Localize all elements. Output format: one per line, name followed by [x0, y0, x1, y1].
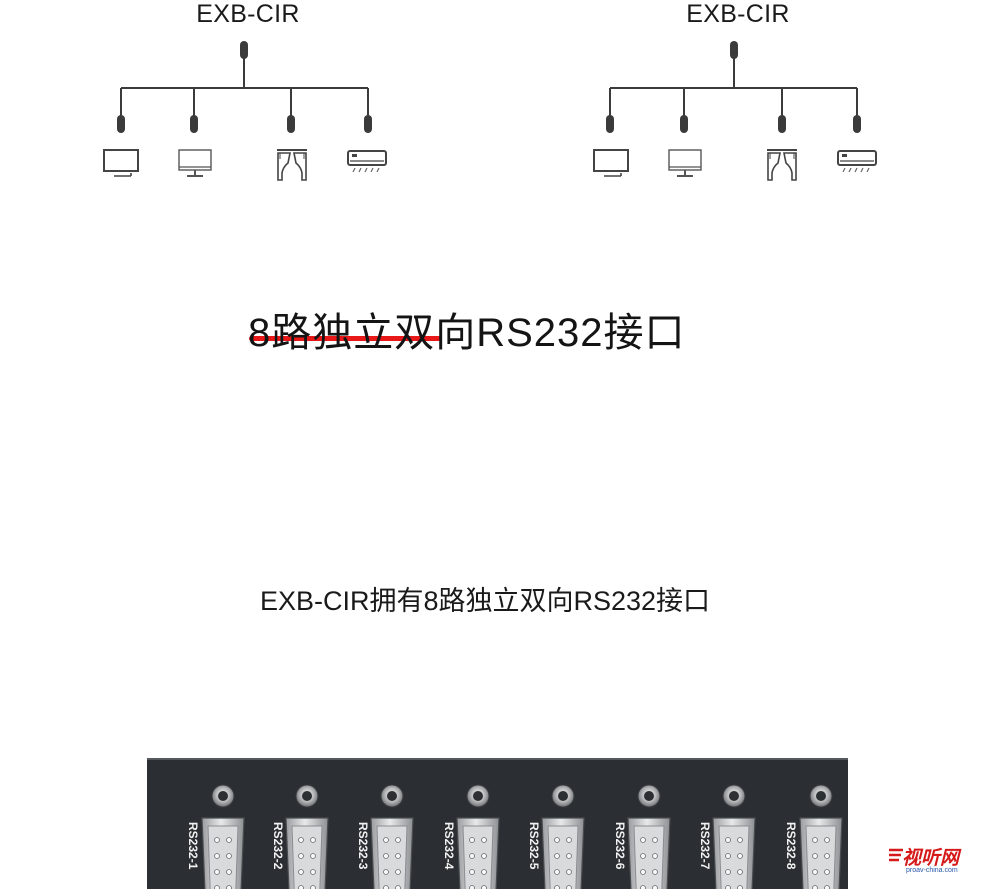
subtitle: EXB-CIR拥有8路独立双向RS232接口 [259, 586, 711, 616]
tv-icon [103, 149, 139, 177]
connection-tree-diagram [103, 41, 877, 181]
curtain-icon [766, 149, 798, 181]
rs232-panel-photo: RS232-1 RS232-2 RS232-3 RS232-4 RS232-5 … [147, 758, 848, 889]
logo-mark-icon [889, 848, 903, 862]
monitor-icon [668, 149, 702, 177]
port-label-rs232-8: RS232-8 [784, 822, 798, 870]
port-label-rs232-2: RS232-2 [271, 822, 285, 870]
rs232-connectors [201, 784, 843, 889]
monitor-icon [178, 149, 212, 177]
port-label-rs232-5: RS232-5 [527, 822, 541, 870]
air-conditioner-icon [837, 150, 877, 173]
tree-right [609, 50, 858, 116]
tree-left [120, 50, 369, 116]
port-label-rs232-3: RS232-3 [356, 822, 370, 870]
logo-domain: proav-china.com [906, 867, 958, 874]
air-conditioner-icon [347, 150, 387, 173]
headline-underline [249, 336, 441, 341]
port-label-rs232-4: RS232-4 [442, 822, 456, 870]
headline: 8路独立双向RS232接口 [248, 311, 686, 355]
port-label-rs232-6: RS232-6 [613, 822, 627, 870]
logo-text: 视听网 [902, 847, 960, 869]
curtain-icon [276, 149, 308, 181]
tv-icon [593, 149, 629, 177]
port-label-rs232-1: RS232-1 [186, 822, 200, 870]
device-label: EXB-CIR [686, 0, 790, 28]
port-label-rs232-7: RS232-7 [698, 822, 712, 870]
device-label: EXB-CIR [196, 0, 300, 28]
